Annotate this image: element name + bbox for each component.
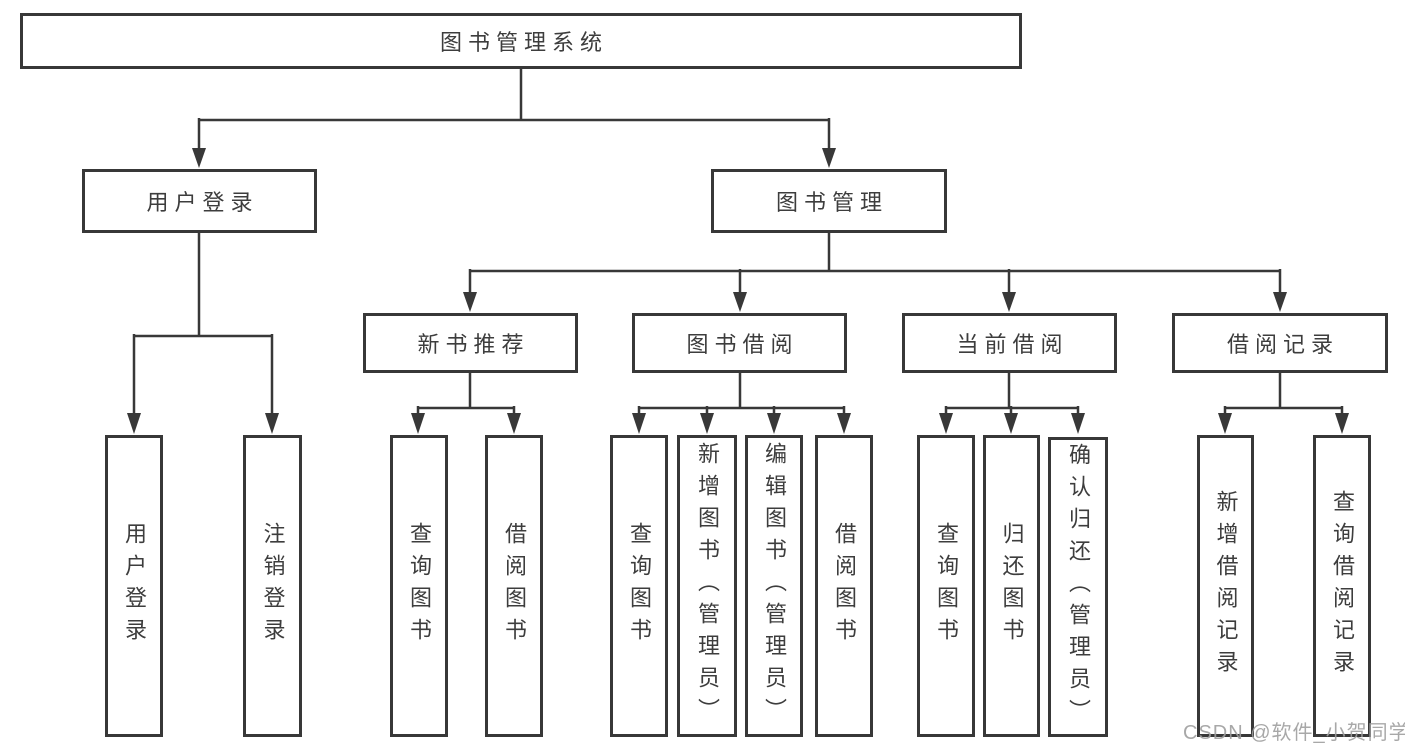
leaf-label: 编辑图书（管理员） [762, 442, 787, 730]
leaf-label: 借阅图书 [502, 522, 527, 650]
leaf-label: 确认归还（管理员） [1066, 443, 1091, 731]
node-label: 借阅记录 [1226, 332, 1339, 357]
leaf-label: 新增图书（管理员） [695, 442, 720, 730]
csdn-watermark: CSDN @软件_小贺同学 [1183, 722, 1405, 744]
node-label: 当前借阅 [956, 332, 1069, 357]
leaf-label: 查询图书 [934, 522, 959, 650]
leaf-confirm-return-admin: 确认归还（管理员） [1048, 437, 1108, 737]
leaf-label: 查询图书 [627, 522, 652, 650]
leaf-label: 归还图书 [999, 522, 1025, 650]
leaf-label: 用户登录 [122, 522, 147, 650]
leaf-borrow-books: 借阅图书 [815, 435, 873, 737]
node-label: 新书推荐 [417, 332, 530, 357]
leaf-return-books: 归还图书 [983, 435, 1040, 737]
leaf-label: 查询借阅记录 [1330, 490, 1355, 682]
leaf-query-borrow-record: 查询借阅记录 [1313, 435, 1371, 737]
leaf-borrow-books: 借阅图书 [485, 435, 543, 737]
node-label: 图书借阅 [686, 332, 799, 357]
leaf-query-books: 查询图书 [610, 435, 668, 737]
arrowheads [127, 148, 1349, 434]
leaf-label: 借阅图书 [832, 522, 857, 650]
node-user-login: 用户登录 [82, 169, 317, 233]
leaf-label: 查询图书 [407, 522, 432, 650]
leaf-label: 注销登录 [260, 522, 286, 650]
node-book-borrowing: 图书借阅 [632, 313, 847, 373]
leaf-edit-book-admin: 编辑图书（管理员） [745, 435, 803, 737]
node-label: 图书管理系统 [439, 30, 608, 55]
node-current-borrowing: 当前借阅 [902, 313, 1117, 373]
node-book-management: 图书管理 [711, 169, 947, 233]
node-label: 用户登录 [146, 190, 259, 215]
node-library-management-system: 图书管理系统 [20, 13, 1022, 69]
leaf-add-book-admin: 新增图书（管理员） [677, 435, 737, 737]
leaf-query-books: 查询图书 [917, 435, 975, 737]
leaf-query-books: 查询图书 [390, 435, 448, 737]
leaf-user-login: 用户登录 [105, 435, 163, 737]
node-borrowing-records: 借阅记录 [1172, 313, 1388, 373]
leaf-label: 新增借阅记录 [1213, 490, 1239, 682]
node-label: 图书管理 [775, 190, 888, 215]
node-new-book-recommendation: 新书推荐 [363, 313, 578, 373]
leaf-logout: 注销登录 [243, 435, 302, 737]
leaf-add-borrow-record: 新增借阅记录 [1197, 435, 1254, 737]
